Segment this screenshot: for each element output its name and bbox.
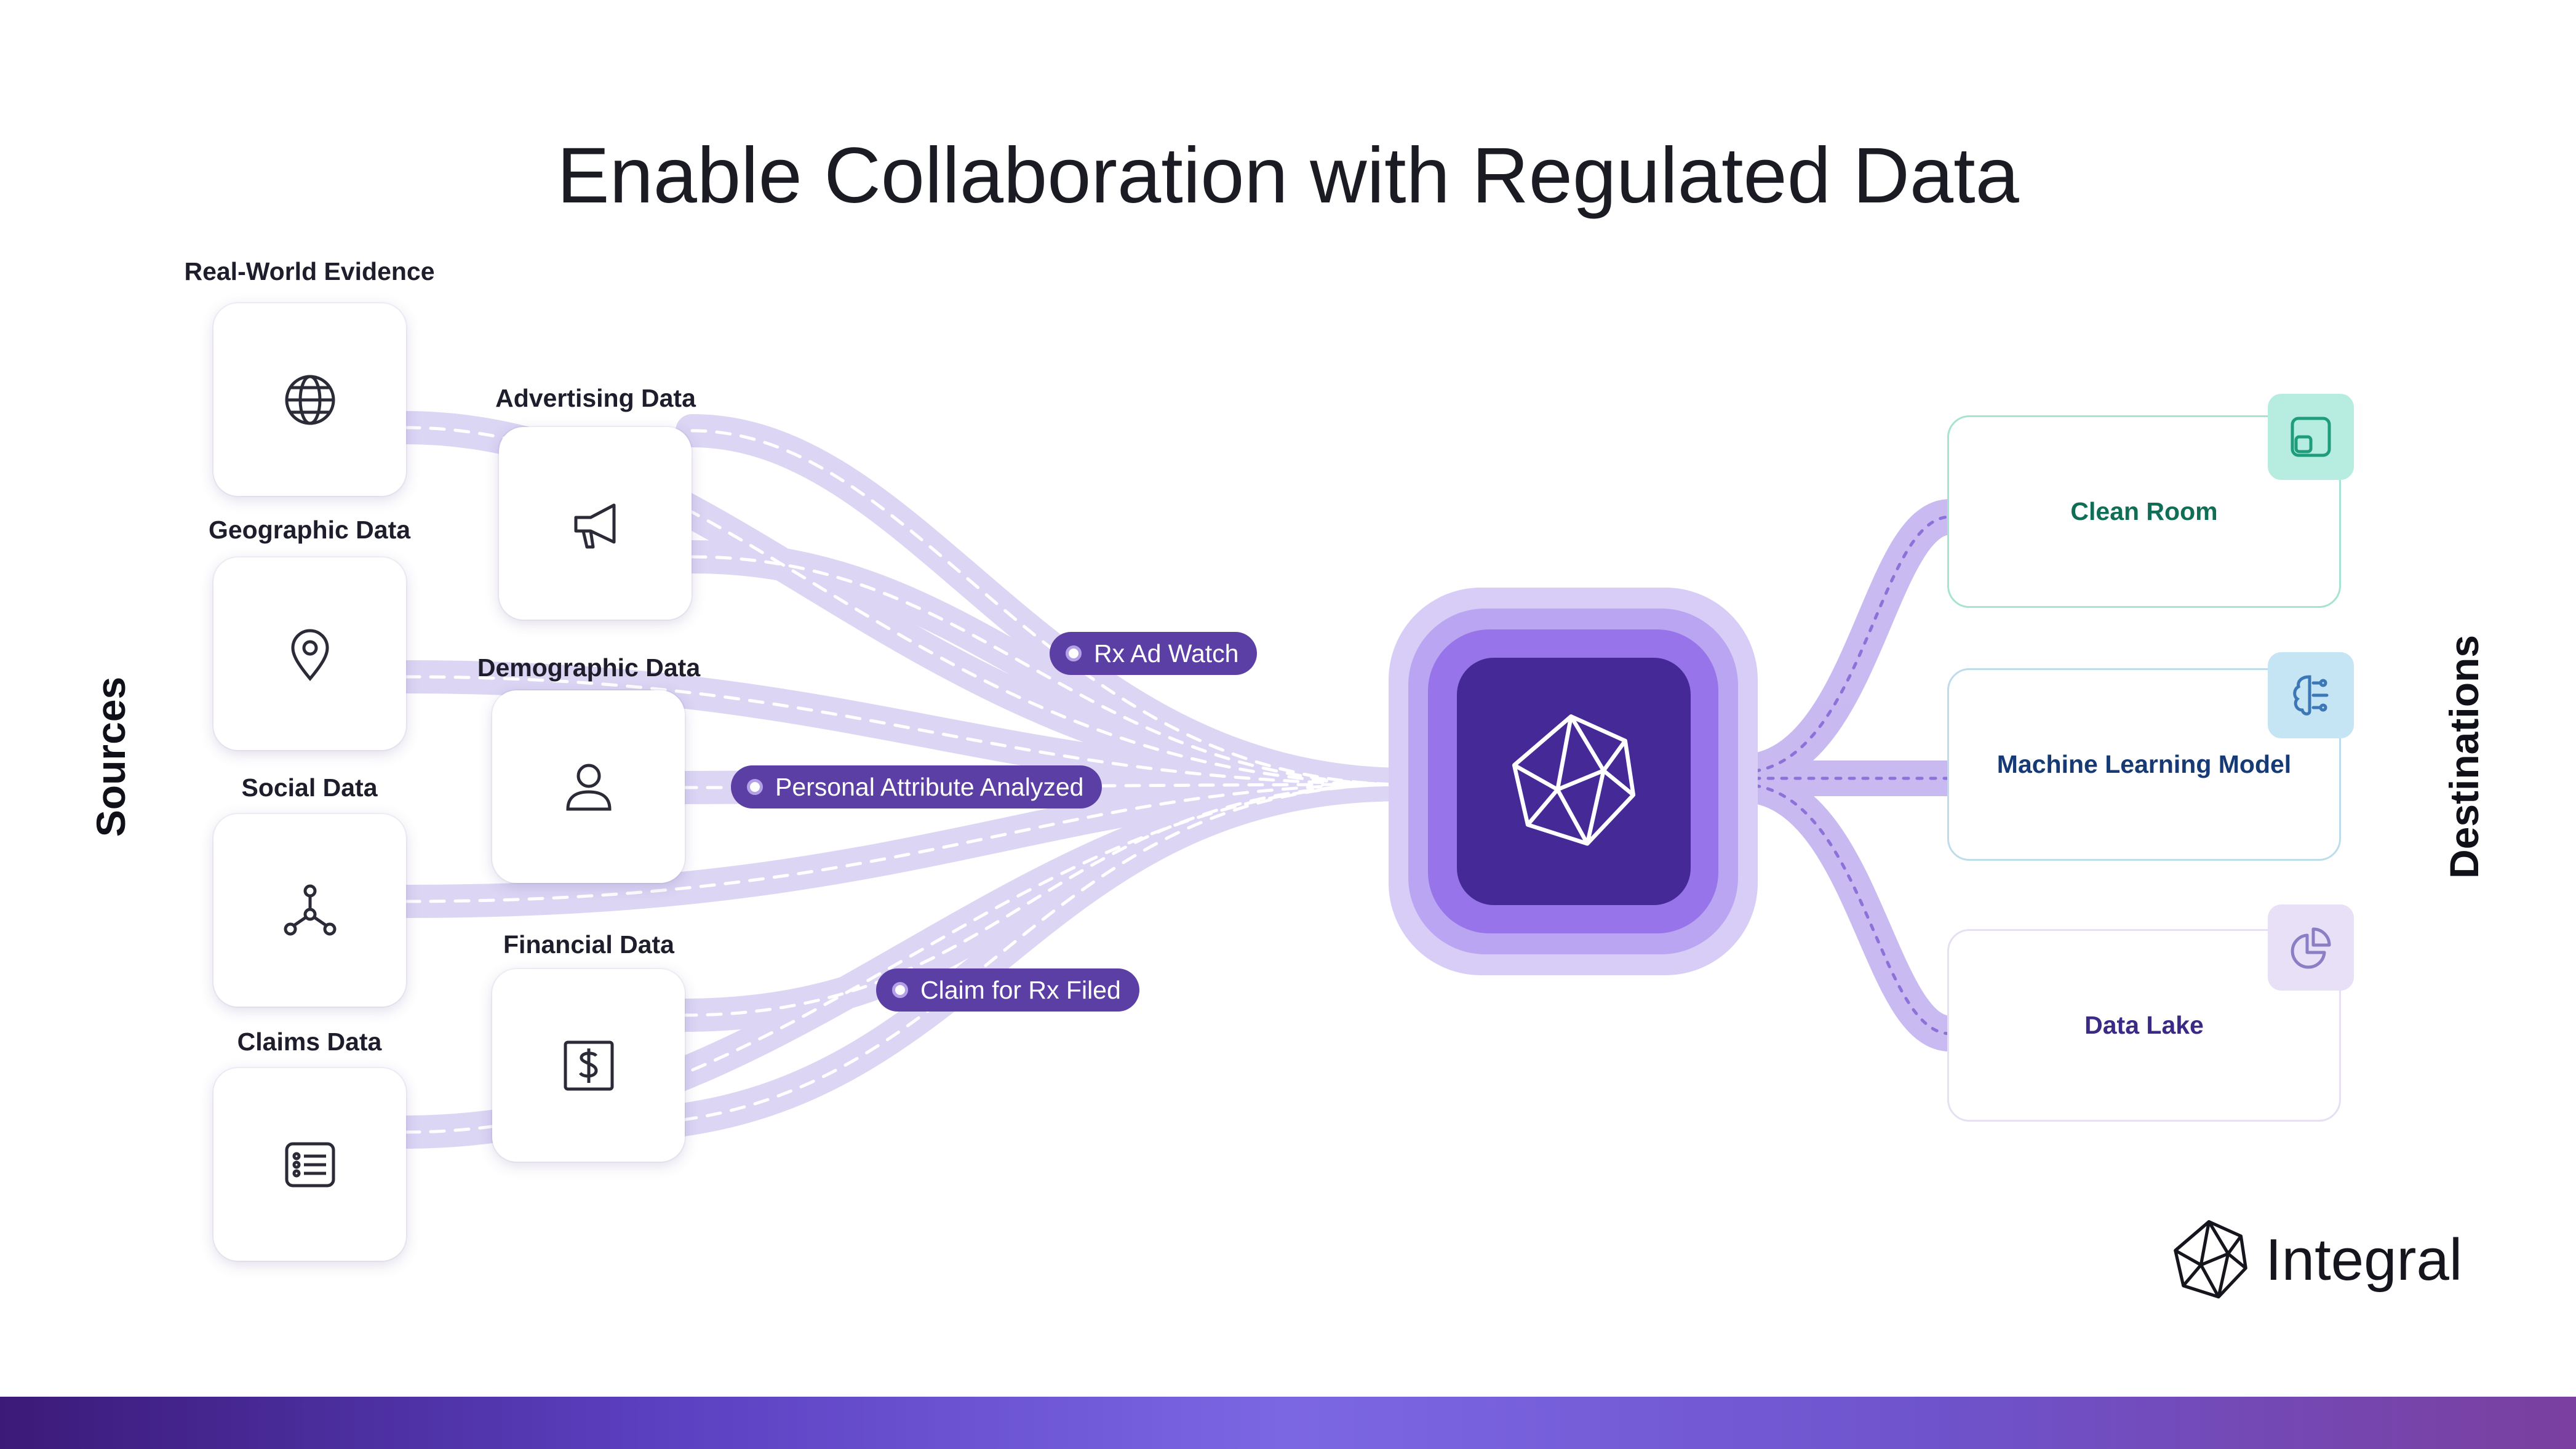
brand-logo: Integral — [2171, 1218, 2462, 1302]
integral-brand-icon — [2174, 1220, 2247, 1299]
event-label: Personal Attribute Analyzed — [775, 772, 1084, 801]
source-card-advertising[interactable] — [499, 427, 692, 620]
event-label: Rx Ad Watch — [1094, 639, 1239, 668]
destination-label: Clean Room — [2070, 497, 2218, 525]
sources-axis-label: Sources — [88, 676, 134, 837]
flow-to-data-lake — [1723, 767, 1968, 1052]
clean-room-icon — [2291, 417, 2331, 457]
hub-core — [1457, 658, 1691, 905]
destination-label: Data Lake — [2084, 1011, 2204, 1039]
event-pill-personal-attribute: Personal Attribute Analyzed — [731, 765, 1103, 808]
source-card-real-world-evidence[interactable] — [213, 303, 406, 496]
source-card-claims[interactable] — [213, 1068, 406, 1261]
destination-card-clean-room[interactable]: Clean Room — [1947, 415, 2341, 608]
source-card-demographic[interactable] — [492, 690, 685, 883]
event-dot-icon — [747, 779, 763, 795]
source-label-geographic: Geographic Data — [208, 516, 411, 544]
destination-tab-clean-room — [2268, 394, 2354, 480]
dollar-icon — [564, 1040, 613, 1090]
event-dot-icon — [1066, 645, 1082, 661]
destination-tab-ml-model — [2268, 652, 2354, 738]
source-card-financial[interactable] — [492, 969, 685, 1162]
megaphone-icon — [574, 503, 615, 548]
source-label-advertising: Advertising Data — [495, 384, 696, 412]
destination-tab-data-lake — [2268, 904, 2354, 991]
integral-logo-icon — [1512, 714, 1636, 846]
integral-hub — [1389, 588, 1758, 975]
flow-advertising-upper — [676, 414, 1419, 801]
event-pill-rx-ad-watch: Rx Ad Watch — [1050, 632, 1258, 675]
source-card-social[interactable] — [213, 814, 406, 1007]
person-icon — [565, 764, 612, 810]
map-pin-icon — [290, 629, 329, 681]
event-dot-icon — [892, 982, 908, 998]
network-icon — [284, 884, 336, 935]
brand-name: Integral — [2265, 1227, 2463, 1293]
source-label-financial: Financial Data — [503, 930, 674, 959]
footer-gradient-bar — [0, 1397, 2576, 1449]
brain-icon — [2293, 675, 2329, 716]
destination-label: Machine Learning Model — [1996, 750, 2292, 778]
source-label-claims: Claims Data — [237, 1028, 382, 1056]
source-card-geographic[interactable] — [213, 557, 406, 750]
list-icon — [285, 1142, 335, 1187]
pie-chart-icon — [2291, 927, 2331, 969]
source-label-demographic: Demographic Data — [477, 653, 701, 682]
source-label-social: Social Data — [241, 773, 378, 802]
page-title: Enable Collaboration with Regulated Data — [557, 132, 2019, 220]
event-pill-claim-rx: Claim for Rx Filed — [876, 968, 1139, 1012]
globe-icon — [285, 375, 335, 425]
source-label-real-world-evidence: Real-World Evidence — [184, 257, 435, 285]
event-label: Claim for Rx Filed — [920, 975, 1121, 1004]
destinations-axis-label: Destinations — [2441, 634, 2487, 879]
flow-to-clean-room — [1723, 499, 1968, 790]
